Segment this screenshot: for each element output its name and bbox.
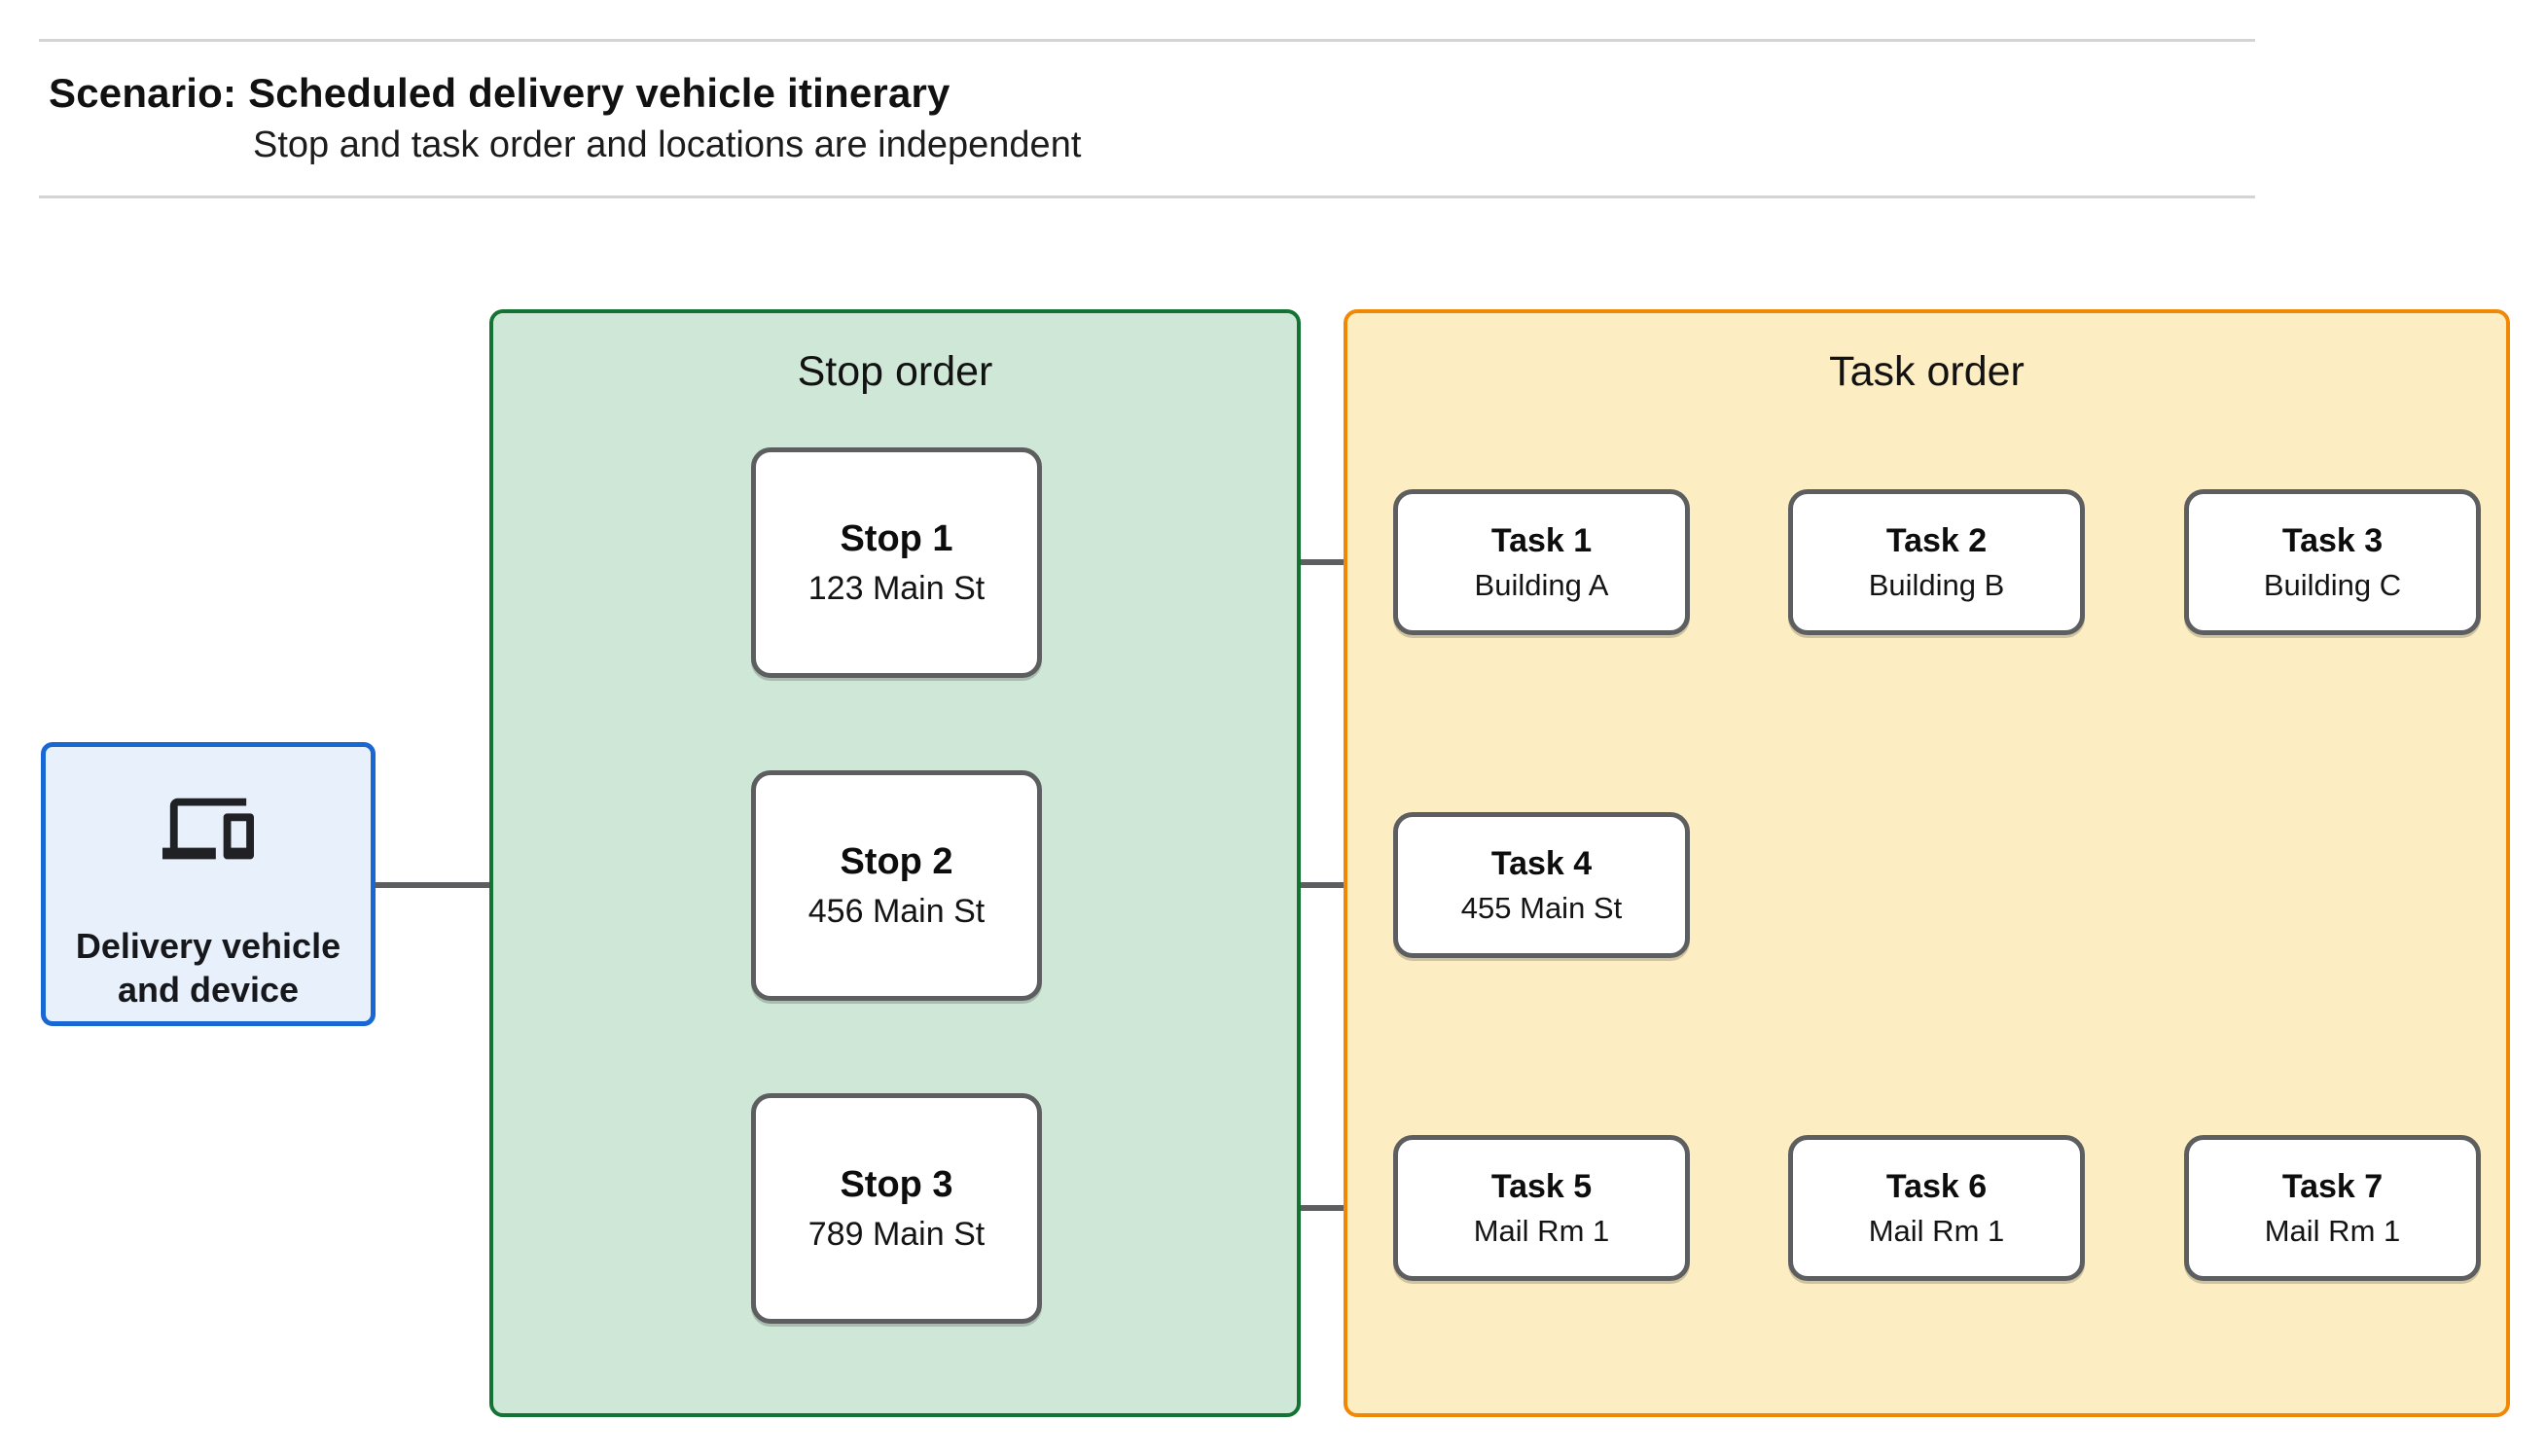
task-order-title: Task order [1829,348,2025,395]
stop-2-location: 456 Main St [807,892,986,930]
task-5-node: Task 5 Mail Rm 1 [1393,1135,1690,1281]
page-title-rest: Scheduled delivery vehicle itinerary [248,70,950,116]
task-7-name: Task 7 [2281,1167,2384,1205]
task-5-location: Mail Rm 1 [1473,1213,1610,1248]
task-3-name: Task 3 [2281,521,2384,559]
task-6-location: Mail Rm 1 [1868,1213,2005,1248]
stop-order-title: Stop order [797,348,993,395]
page-title: Scenario: Scheduled delivery vehicle iti… [49,70,950,117]
task-4-node: Task 4 455 Main St [1393,812,1690,958]
task-2-location: Building B [1868,567,2005,602]
delivery-vehicle-label: Delivery vehicle and device [75,926,341,1010]
stop-1-node: Stop 1 123 Main St [751,447,1042,678]
task-3-node: Task 3 Building C [2184,489,2481,635]
page-subtitle: Stop and task order and locations are in… [253,124,1082,165]
task-7-location: Mail Rm 1 [2264,1213,2401,1248]
task-3-location: Building C [2263,567,2402,602]
stop-2-name: Stop 2 [840,840,953,882]
task-6-node: Task 6 Mail Rm 1 [1788,1135,2085,1281]
task-1-name: Task 1 [1490,521,1593,559]
devices-icon [162,796,254,864]
delivery-vehicle-node: Delivery vehicle and device [41,742,376,1026]
task-1-node: Task 1 Building A [1393,489,1690,635]
stop-2-node: Stop 2 456 Main St [751,770,1042,1001]
stop-1-location: 123 Main St [807,569,986,607]
header-top-rule [39,39,2255,42]
stop-1-name: Stop 1 [840,517,953,559]
task-1-location: Building A [1474,567,1609,602]
task-2-node: Task 2 Building B [1788,489,2085,635]
task-7-node: Task 7 Mail Rm 1 [2184,1135,2481,1281]
stop-3-node: Stop 3 789 Main St [751,1093,1042,1324]
task-2-name: Task 2 [1885,521,1988,559]
task-6-name: Task 6 [1885,1167,1988,1205]
stop-3-location: 789 Main St [807,1215,986,1253]
task-4-location: 455 Main St [1460,890,1623,925]
task-5-name: Task 5 [1490,1167,1593,1205]
page-title-prefix: Scenario: [49,70,237,116]
header-bottom-rule [39,195,2255,198]
stop-3-name: Stop 3 [840,1163,953,1205]
task-4-name: Task 4 [1490,844,1593,882]
